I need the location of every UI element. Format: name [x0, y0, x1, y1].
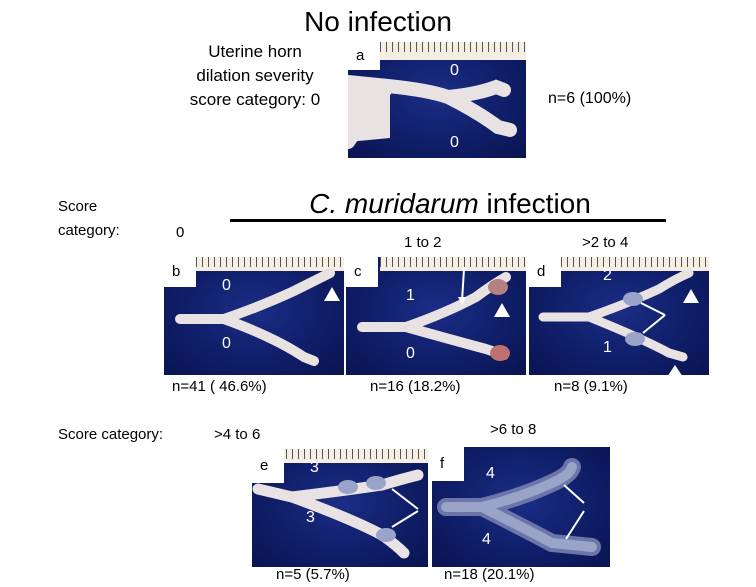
panel-f-letter: f [432, 447, 464, 481]
panel-f-n: n=18 (20.1%) [444, 566, 535, 583]
uterine-horn-drawing [348, 75, 517, 149]
category-4-to-6: >4 to 6 [214, 426, 261, 443]
ruler [196, 257, 344, 271]
panel-c-letter: c [346, 257, 378, 287]
score-label-line2: category: [58, 222, 120, 239]
score-label-line1: Score [58, 198, 98, 215]
uterine-horn-drawing [175, 268, 340, 366]
panel-b-n: n=41 ( 46.6%) [172, 378, 267, 395]
panel-a-letter: a [348, 42, 380, 70]
panel-e-score-upper: 3 [310, 459, 319, 476]
ruler [380, 257, 526, 271]
infection-underline [230, 219, 666, 222]
infection-title-rest: infection [478, 188, 591, 219]
panel-d-score-upper: 2 [603, 267, 612, 284]
panel-e-letter: e [252, 449, 284, 483]
no-infection-title: No infection [304, 6, 452, 37]
panel-d-image: d 2 1 [529, 257, 709, 375]
panel-c-image: c 1 0 [346, 257, 526, 375]
panel-b-score-upper: 0 [222, 277, 231, 294]
panel-a-score-lower: 0 [450, 134, 459, 151]
infection-title-italic: C. muridarum [309, 188, 479, 219]
severity-score-label: Uterine horn dilation severity score cat… [189, 42, 321, 109]
ruler [380, 42, 526, 60]
panel-a-score-upper: 0 [450, 62, 459, 79]
ruler [561, 257, 709, 271]
panel-f-score-upper: 4 [486, 465, 495, 482]
category-0: 0 [176, 224, 185, 241]
row3-score-label: Score category: [58, 426, 164, 443]
panel-d-letter: d [529, 257, 561, 287]
infection-title: C. muridarum infection [230, 188, 670, 220]
panel-a-image: a 0 0 [348, 42, 526, 158]
panel-c-score-upper: 1 [406, 287, 415, 304]
category-1-to-2: 1 to 2 [404, 234, 442, 251]
panel-f-image: f 4 4 [432, 447, 610, 567]
panel-f-score-lower: 4 [482, 531, 491, 548]
uterine-horn-drawing [357, 268, 511, 361]
category-6-to-8: >6 to 8 [490, 421, 537, 438]
uterine-horn-drawing [437, 458, 601, 556]
ruler [280, 449, 428, 463]
panel-c-n: n=16 (18.2%) [370, 378, 461, 395]
category-2-to-4: >2 to 4 [582, 234, 629, 251]
panel-c-score-lower: 0 [406, 345, 415, 362]
uterine-horn-drawing [252, 469, 424, 559]
panel-e-image: e 3 3 [252, 449, 428, 567]
panel-e-n: n=5 (5.7%) [276, 566, 350, 583]
panel-b-letter: b [164, 257, 196, 287]
uterine-horn-drawing [538, 268, 699, 375]
panel-e-score-lower: 3 [306, 509, 315, 526]
panel-b-image: b 0 0 [164, 257, 344, 375]
panel-a-n: n=6 (100%) [548, 90, 632, 107]
panel-d-n: n=8 (9.1%) [554, 378, 628, 395]
panel-d-score-lower: 1 [603, 339, 612, 356]
panel-b-score-lower: 0 [222, 335, 231, 352]
